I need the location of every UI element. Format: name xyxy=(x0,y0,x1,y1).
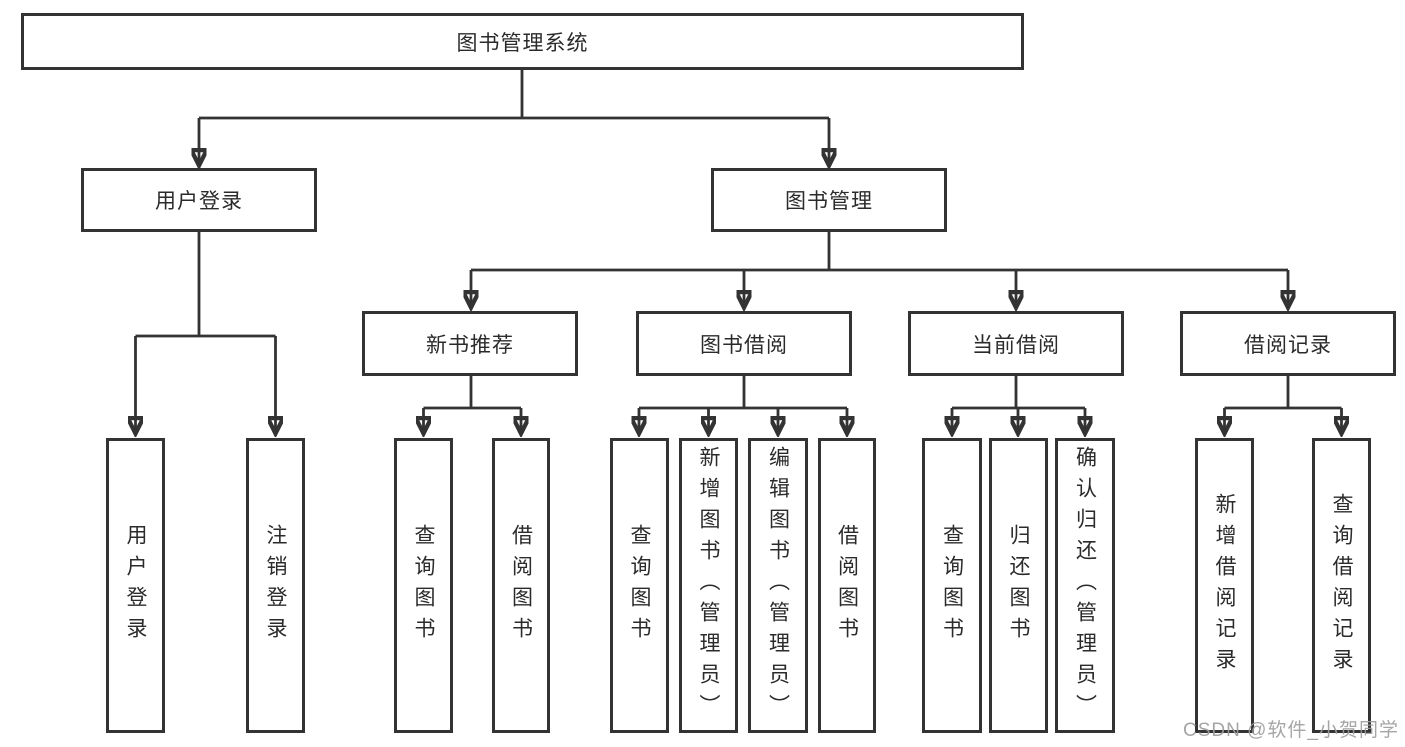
node-root: 图书管理系统 xyxy=(21,13,1024,70)
node-logout: 注销登录 xyxy=(246,438,305,733)
node-current-borrowing: 当前借阅 xyxy=(908,311,1124,376)
node-query-books-1-label: 查询图书 xyxy=(412,523,435,648)
node-query-books-3-label: 查询图书 xyxy=(940,523,964,648)
node-return-books-label: 归还图书 xyxy=(1007,523,1030,648)
node-edit-books-admin-label: 编辑图书（管理员） xyxy=(766,446,790,725)
node-borrow-books-1-label: 借阅图书 xyxy=(509,523,533,648)
node-add-borrow-record-label: 新增借阅记录 xyxy=(1213,492,1236,679)
node-confirm-return-admin: 确认归还（管理员） xyxy=(1055,438,1115,733)
node-query-borrow-record-label: 查询借阅记录 xyxy=(1330,492,1353,679)
node-confirm-return-admin-label: 确认归还（管理员） xyxy=(1073,446,1097,725)
node-add-books-admin-label: 新增图书（管理员） xyxy=(697,446,720,725)
node-query-books-2: 查询图书 xyxy=(610,438,669,733)
watermark: CSDN @软件_小贺同学 xyxy=(1183,720,1399,741)
node-borrowing-records-label: 借阅记录 xyxy=(1244,333,1332,357)
node-book-borrowing: 图书借阅 xyxy=(636,311,852,376)
node-new-book-recommend-label: 新书推荐 xyxy=(426,333,514,357)
node-borrow-books-2: 借阅图书 xyxy=(818,438,876,733)
node-book-management: 图书管理 xyxy=(711,168,947,232)
node-book-borrowing-label: 图书借阅 xyxy=(700,333,788,357)
node-query-books-2-label: 查询图书 xyxy=(628,523,651,648)
node-logout-label: 注销登录 xyxy=(264,523,287,648)
node-borrow-books-2-label: 借阅图书 xyxy=(835,523,859,648)
node-user-login-leaf-label: 用户登录 xyxy=(124,523,147,648)
node-add-borrow-record: 新增借阅记录 xyxy=(1195,438,1254,733)
node-user-login-label: 用户登录 xyxy=(155,190,243,213)
node-borrow-books-1: 借阅图书 xyxy=(492,438,550,733)
node-user-login-leaf: 用户登录 xyxy=(106,438,165,733)
node-query-books-3: 查询图书 xyxy=(922,438,982,733)
node-query-borrow-record: 查询借阅记录 xyxy=(1312,438,1371,733)
node-current-borrowing-label: 当前借阅 xyxy=(972,333,1060,357)
node-edit-books-admin: 编辑图书（管理员） xyxy=(748,438,808,733)
node-root-label: 图书管理系统 xyxy=(456,31,589,55)
node-query-books-1: 查询图书 xyxy=(394,438,453,733)
node-book-management-label: 图书管理 xyxy=(785,190,873,213)
node-add-books-admin: 新增图书（管理员） xyxy=(679,438,738,733)
node-borrowing-records: 借阅记录 xyxy=(1180,311,1396,376)
node-new-book-recommend: 新书推荐 xyxy=(362,311,578,376)
node-return-books: 归还图书 xyxy=(989,438,1048,733)
node-user-login: 用户登录 xyxy=(81,168,317,232)
